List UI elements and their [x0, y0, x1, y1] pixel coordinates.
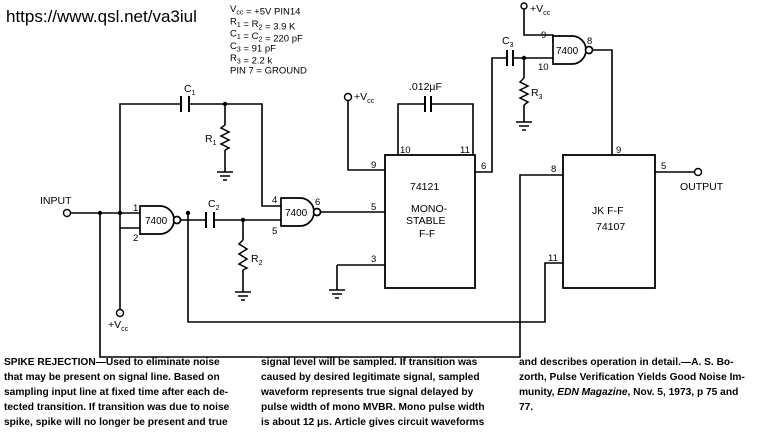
- svg-text:9: 9: [616, 145, 621, 156]
- output-label: OUTPUT: [680, 181, 724, 193]
- caption-line: and describes operation in detail.—A. S.…: [519, 357, 734, 368]
- vcc-label-gate1: +Vcc: [108, 319, 129, 333]
- terminals: [62, 2, 703, 318]
- svg-text:5: 5: [272, 226, 277, 237]
- nand-gates: [139, 35, 594, 235]
- spec-line: PIN 7 = GROUND: [230, 66, 307, 77]
- external-cap-label: .012μF: [409, 81, 442, 93]
- spec-line: C1 = C2 = 220 pF: [230, 29, 303, 45]
- caption-column-2: signal level will be sampled. If transit…: [261, 355, 509, 430]
- c1-label: C1: [184, 83, 196, 97]
- spec-line: Vcc = +5V PIN14: [230, 4, 300, 18]
- source-url: https://www.qsl.net/va3iul: [6, 7, 197, 26]
- input-label: INPUT: [40, 195, 72, 207]
- svg-text:5: 5: [661, 161, 666, 172]
- circuit-labels: INPUT OUTPUT 7400 7400 7400 C1 C2 C3 R1 …: [40, 3, 724, 333]
- svg-text:2: 2: [133, 233, 138, 244]
- junctions: [97, 55, 527, 223]
- svg-text:3: 3: [371, 254, 376, 265]
- r3-label: R3: [531, 87, 543, 101]
- jk-flipflop-74107: [562, 154, 656, 289]
- svg-text:4: 4: [272, 195, 277, 206]
- jk-name: JK F-F: [592, 205, 624, 217]
- resistors: [219, 77, 530, 271]
- svg-text:1: 1: [133, 203, 138, 214]
- ic-blocks: [384, 154, 656, 289]
- svg-text:10: 10: [538, 62, 549, 73]
- r1-label: R1: [205, 133, 217, 147]
- svg-text:10: 10: [400, 145, 411, 156]
- caption-line: waveform represents true signal delayed …: [261, 387, 474, 398]
- caption-line: spike, spike will no longer be present a…: [4, 417, 228, 428]
- svg-text:9: 9: [541, 30, 546, 41]
- svg-text:8: 8: [587, 36, 592, 47]
- caption-line: caused by desired legitimate signal, sam…: [261, 372, 480, 383]
- mono-line3: STABLE: [406, 215, 446, 227]
- svg-text:11: 11: [460, 145, 470, 156]
- caption-line: SPIKE REJECTION—Used to eliminate noise: [4, 357, 220, 368]
- caption-line: signal level will be sampled. If transit…: [261, 357, 478, 368]
- vcc-label-gate3: +Vcc: [530, 3, 551, 17]
- c2-label: C2: [208, 198, 220, 212]
- svg-text:9: 9: [371, 160, 376, 171]
- caption-line: munity, EDN Magazine, Nov. 5, 1973, p 75…: [519, 387, 739, 398]
- spec-line: R3 = 2.2 k: [230, 53, 272, 66]
- pin-numbers: 1 2 4 5 6 9 10 8 9 10 11 5 3 6 8 11 9 5: [133, 30, 666, 265]
- capacitors: [180, 50, 514, 228]
- caption-line: zorth, Pulse Verification Yields Good No…: [519, 372, 745, 383]
- gate3-label: 7400: [556, 46, 579, 57]
- svg-text:5: 5: [371, 202, 376, 213]
- r2-label: R2: [251, 253, 263, 267]
- mono-name: 74121: [410, 181, 439, 193]
- gate1-label: 7400: [145, 216, 168, 227]
- vcc-label-mono: +Vcc: [354, 91, 375, 105]
- svg-text:8: 8: [551, 164, 556, 175]
- mono-line4: F-F: [419, 228, 435, 240]
- mono-line2: MONO-: [411, 203, 448, 215]
- ground-symbols: [217, 121, 532, 301]
- svg-text:6: 6: [315, 197, 320, 208]
- gate2-label: 7400: [285, 208, 308, 219]
- svg-text:6: 6: [481, 161, 486, 172]
- caption-line: pulse width of mono MVBR. Mono pulse wid…: [261, 402, 485, 413]
- caption-column-3: and describes operation in detail.—A. S.…: [519, 355, 755, 415]
- caption-column-1: SPIKE REJECTION—Used to eliminate noise t…: [4, 355, 252, 430]
- svg-text:11: 11: [548, 253, 558, 264]
- spec-line: R1 = R2 = 3.9 K: [230, 16, 296, 32]
- jk-part: 74107: [596, 221, 625, 233]
- caption-line: 77.: [519, 402, 534, 413]
- caption-line: that may be present on signal line. Base…: [4, 372, 220, 383]
- monostable-74121: [384, 154, 476, 289]
- caption-line: tected transition. If transition was due…: [4, 402, 230, 413]
- spec-line: C3 = 91 pF: [230, 41, 276, 55]
- caption-line: sampling input line at fixed time after …: [4, 387, 229, 398]
- caption-line: is about 12 μs. Article gives circuit wa…: [261, 417, 485, 428]
- c3-label: C3: [502, 35, 514, 49]
